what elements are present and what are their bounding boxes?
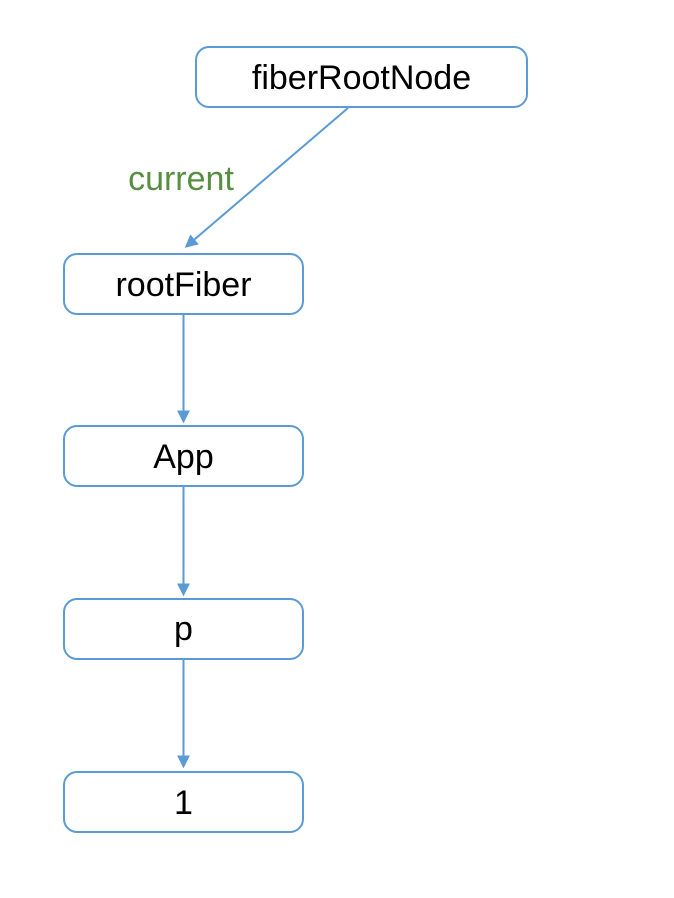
node-p-box bbox=[63, 598, 304, 660]
edge-fiberrootnode-rootfiber-arrow bbox=[184, 107, 349, 248]
node-fiberrootnode-label: fiberRootNode bbox=[252, 59, 471, 97]
node-1-label: 1 bbox=[174, 784, 193, 822]
node-fiberrootnode-box bbox=[195, 46, 528, 108]
node-rootfiber-label: rootFiber bbox=[115, 266, 251, 304]
node-p-label: p bbox=[174, 610, 193, 648]
node-rootfiber-box bbox=[63, 253, 304, 315]
node-1-box bbox=[63, 771, 304, 833]
node-app-label: App bbox=[153, 438, 214, 476]
node-app-box bbox=[63, 425, 304, 487]
edge-label-current: current bbox=[128, 160, 234, 198]
